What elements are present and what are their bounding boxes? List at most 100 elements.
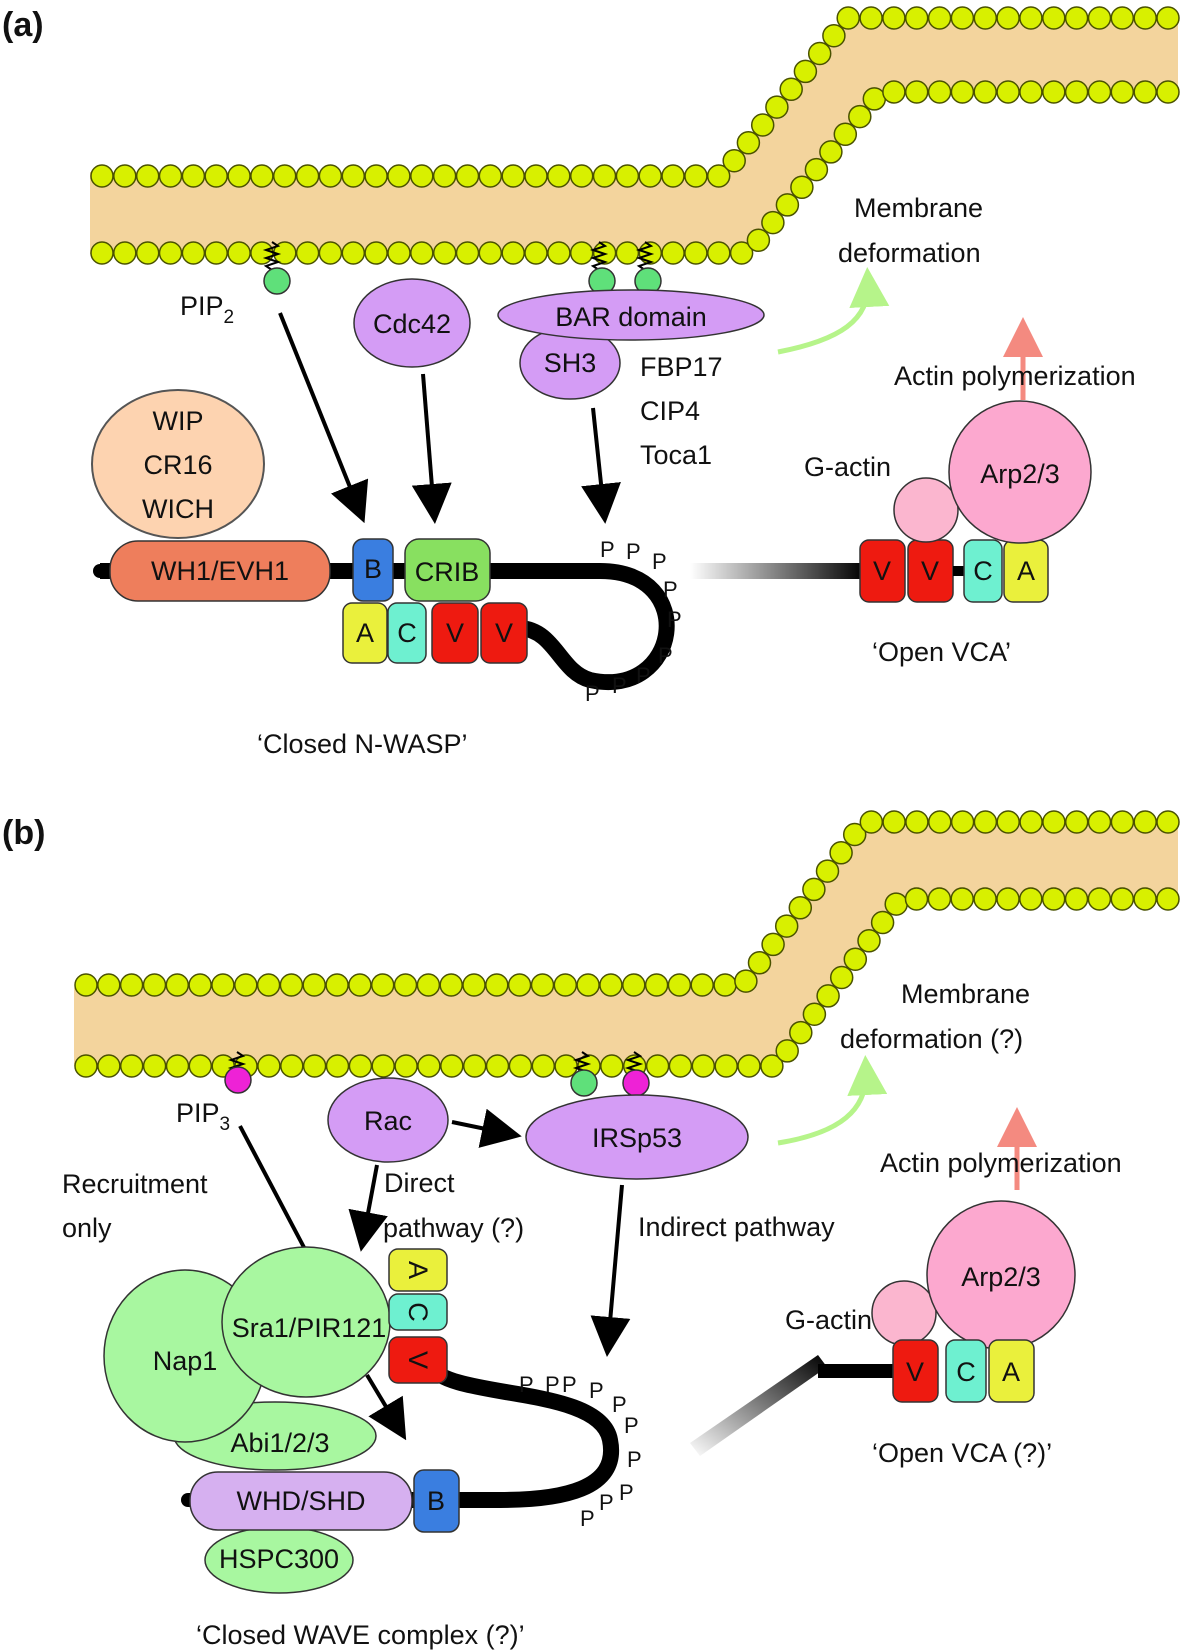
lipid-headgroup <box>142 973 167 997</box>
cr16-label: CR16 <box>143 450 212 480</box>
lipid-headgroup <box>761 932 785 957</box>
lipid-headgroup <box>250 241 274 265</box>
lipid-headgroup <box>119 1054 144 1078</box>
wave-loop <box>400 1360 620 1508</box>
abi-label: Abi1/2/3 <box>230 1428 329 1458</box>
lipid-headgroup <box>816 984 840 1008</box>
lipid-headgroup <box>836 6 860 30</box>
lipid-headgroup <box>1042 810 1066 834</box>
v-label: V <box>906 1357 924 1387</box>
lipid-headgroup <box>462 973 486 997</box>
lipid-headgroup <box>1087 80 1112 104</box>
lipid-headgroup <box>142 1054 167 1078</box>
lipid-headgroup <box>341 164 366 188</box>
direct-label: Direct <box>384 1168 455 1198</box>
lipid-headgroup <box>1133 810 1157 834</box>
lipid-headgroup <box>734 969 758 993</box>
lipid-headgroup <box>928 810 952 834</box>
lipid-headgroup <box>135 241 160 265</box>
lipid-headgroup <box>158 164 183 188</box>
lipid-headgroup <box>158 241 183 265</box>
whd-label: WHD/SHD <box>237 1486 366 1516</box>
lipid-headgroup <box>272 164 297 188</box>
lipid-headgroup <box>996 80 1020 104</box>
arp23-label: Arp2/3 <box>961 1262 1041 1292</box>
lipid-headgroup <box>325 1054 350 1078</box>
deformation-label: deformation <box>838 238 981 268</box>
lipid-headgroup <box>462 1054 487 1078</box>
proline-p: P <box>663 577 678 602</box>
panel-a: (a) PIP2 Cdc42 BAR domain SH3 FBP17 CIP4… <box>2 6 1180 759</box>
lipid-headgroup <box>973 810 998 834</box>
c-label: C <box>403 1302 433 1322</box>
irsp53-pip3-head <box>622 1069 650 1097</box>
lipid-headgroup <box>295 241 320 265</box>
panel-b-label: (b) <box>2 814 45 852</box>
lipid-headgroup <box>234 973 258 997</box>
lipid-headgroup <box>1019 6 1043 30</box>
deformation-label: deformation (?) <box>840 1024 1023 1054</box>
a-segment <box>342 602 388 664</box>
wh1-evh1-domain <box>109 540 331 602</box>
lipid-headgroup <box>599 973 623 997</box>
lipid-headgroup <box>531 1054 556 1078</box>
wich-label: WICH <box>142 494 214 524</box>
lipid-headgroup <box>1156 80 1180 104</box>
lipid-headgroup <box>661 164 685 188</box>
wip-complex-ellipse <box>91 389 265 539</box>
lipid-headgroup <box>638 164 662 188</box>
v-segment <box>892 1339 939 1403</box>
c-label: C <box>973 556 993 586</box>
lipid-headgroup <box>74 1054 98 1078</box>
lipid-headgroup <box>592 164 617 188</box>
lipid-headgroup <box>615 241 640 265</box>
lipid-headgroup <box>736 131 761 155</box>
membrane-a-headgroups <box>90 6 1180 265</box>
lipid-headgroup <box>779 77 803 102</box>
lipid-headgroup <box>410 241 434 265</box>
a-label: A <box>356 618 374 648</box>
c-segment <box>963 539 1003 603</box>
lipid-headgroup <box>707 241 731 265</box>
a-label: A <box>1017 556 1035 586</box>
only-label: only <box>62 1213 112 1243</box>
lipid-headgroup <box>1133 6 1157 30</box>
lipid-headgroup <box>807 41 832 66</box>
bar-protein-fbp17: FBP17 <box>640 352 723 382</box>
lipid-headgroup <box>668 1054 693 1078</box>
lipid-headgroup <box>793 59 818 84</box>
v-label: V <box>446 618 464 648</box>
wip-label: WIP <box>153 406 204 436</box>
lipid-headgroup <box>842 822 867 847</box>
lipid-headgroup <box>927 6 952 30</box>
pip3-head <box>224 1066 252 1094</box>
lipid-headgroup <box>387 164 411 188</box>
lipid-headgroup <box>905 810 929 834</box>
lipid-headgroup <box>478 164 503 188</box>
lipid-headgroup <box>996 810 1020 834</box>
lipid-headgroup <box>113 241 137 265</box>
lipid-headgroup <box>501 164 525 188</box>
lipid-headgroup <box>394 1054 418 1078</box>
bar-protein-cip4: CIP4 <box>640 396 700 426</box>
membrane-label: Membrane <box>854 193 983 223</box>
lipid-headgroup <box>90 241 114 265</box>
rac-to-irsp53-arrow <box>451 1108 522 1148</box>
lipid-headgroup <box>439 973 463 997</box>
lipid-headgroup <box>227 164 251 188</box>
lipid-headgroup <box>904 6 929 30</box>
lipid-headgroup <box>819 140 843 164</box>
lipid-headgroup <box>737 1054 761 1078</box>
lipid-headgroup <box>188 1054 213 1078</box>
lipid-headgroup <box>645 1054 670 1078</box>
lipid-headgroup <box>950 6 975 30</box>
irsp53-lipid-head <box>570 1069 598 1097</box>
proline-p: P <box>585 681 600 706</box>
a-label: A <box>1002 1357 1020 1387</box>
lipid-headgroup <box>815 859 840 883</box>
lipid-headgroup <box>775 1039 799 1063</box>
lipid-headgroup <box>410 164 434 188</box>
lipid-headgroup <box>279 973 304 997</box>
lipid-tail <box>262 241 282 271</box>
closed-wave-label: ‘Closed WAVE complex (?)’ <box>196 1620 525 1650</box>
